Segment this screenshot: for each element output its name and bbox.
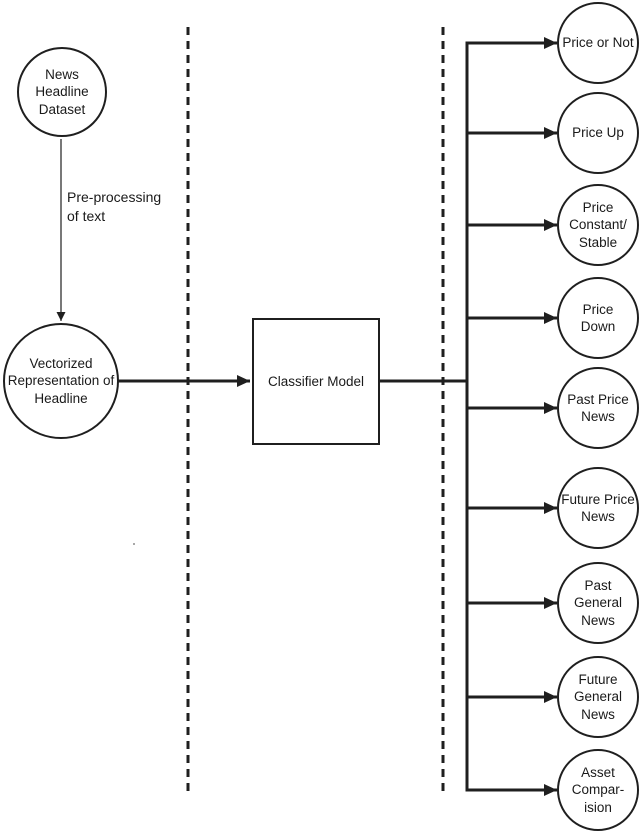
node-price-down: Price Down xyxy=(557,277,639,359)
node-price-or-not: Price or Not xyxy=(557,2,639,84)
stray-dot xyxy=(133,543,135,545)
node-past-price-news: Past Price News xyxy=(557,367,639,449)
node-vectorized-representation: Vectorized Representation of Headline xyxy=(3,323,119,439)
node-future-price-news: Future Price News xyxy=(557,467,639,549)
node-price-up: Price Up xyxy=(557,92,639,174)
node-price-constant: Price Constant/ Stable xyxy=(557,184,639,266)
node-classifier-model: Classifier Model xyxy=(252,318,380,445)
node-past-general-news: Past General News xyxy=(557,562,639,644)
node-news-headline-dataset: News Headline Dataset xyxy=(17,47,107,137)
node-asset-comparision: Asset Compar- ision xyxy=(557,749,639,831)
node-future-general-news: Future General News xyxy=(557,656,639,738)
edge-label-preprocessing: Pre-processing of text xyxy=(67,189,162,224)
